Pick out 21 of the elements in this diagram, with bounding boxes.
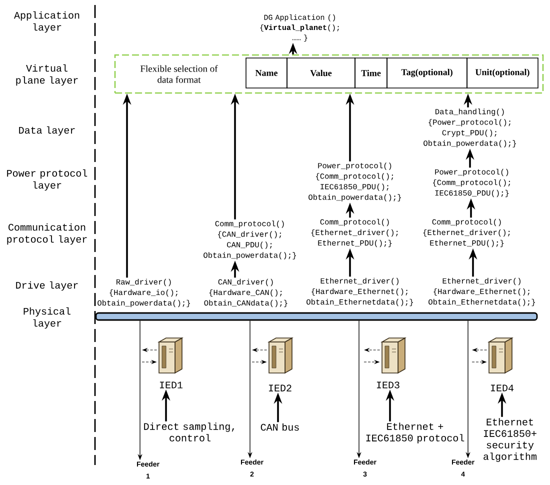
table-cell: Time (354, 58, 388, 88)
table-cell: Name (246, 58, 288, 88)
layer-label: Drive layer (16, 281, 78, 291)
table-cell: Tag(optional) (386, 58, 468, 88)
layer-label: Power protocol layer (7, 169, 88, 191)
description-text: CAN bus (260, 423, 299, 431)
layer-label: Physical layer (24, 307, 70, 329)
device-label: IED4 (490, 384, 514, 392)
device-label: IED1 (160, 382, 183, 388)
table-cell: Value (286, 58, 356, 88)
layer-label: Application layer (14, 11, 80, 33)
description-text: Direct sampling, control (144, 422, 234, 442)
bus-bar (95, 312, 538, 321)
description-text: Ethernet + IEC61850 protocol (366, 422, 464, 444)
layer-label: Communication protocol layer (7, 223, 87, 245)
device-label: IED3 (376, 382, 400, 388)
device-label: IED2 (268, 384, 292, 392)
description-text: Ethernet IEC61850+ security algorithm (484, 418, 536, 462)
layer-label: Virtual plane layer (16, 64, 78, 86)
table-cell: Unit(optional) (466, 58, 538, 88)
layer-label: Data layer (19, 126, 75, 136)
